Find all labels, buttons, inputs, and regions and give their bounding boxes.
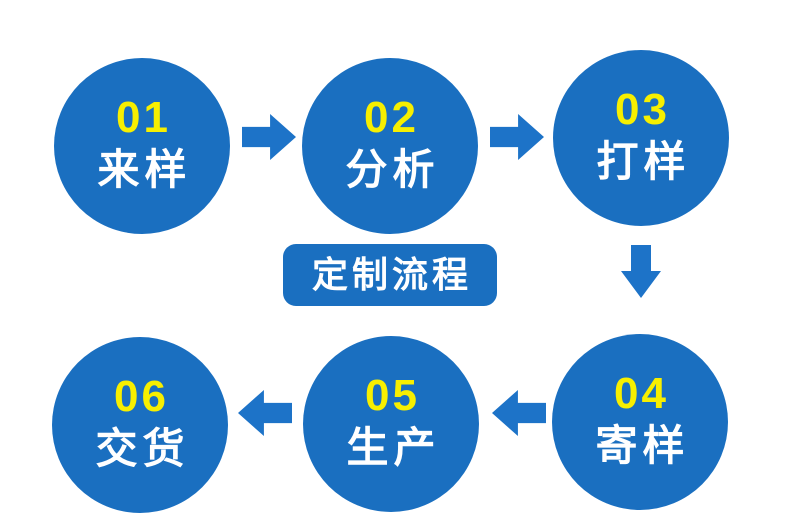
step-circle-02-analysis: 02 分析 — [302, 58, 478, 234]
arrow-left-icon — [492, 390, 546, 436]
arrow-right-icon — [490, 114, 544, 160]
arrow-right-icon — [242, 114, 296, 160]
step-circle-05-production: 05 生产 — [303, 336, 479, 512]
step-label: 分析 — [345, 146, 440, 193]
step-number: 03 — [615, 85, 670, 134]
step-label: 生产 — [346, 424, 441, 471]
step-circle-04-send-sample: 04 寄样 — [552, 334, 728, 510]
process-title: 定制流程 — [311, 254, 472, 295]
process-title-badge: 定制流程 — [283, 244, 497, 306]
step-circle-03-proofing: 03 打样 — [553, 50, 729, 226]
step-circle-01-sample-arrival: 01 来样 — [54, 58, 230, 234]
step-label: 打样 — [596, 138, 691, 185]
step-label: 来样 — [97, 146, 192, 193]
step-label: 寄样 — [595, 422, 690, 469]
step-number: 05 — [365, 371, 420, 420]
arrow-left-icon — [238, 390, 292, 436]
step-number: 04 — [614, 369, 669, 418]
step-number: 02 — [364, 93, 419, 142]
step-number: 06 — [114, 372, 169, 421]
step-number: 01 — [116, 93, 171, 142]
step-circle-06-delivery: 06 交货 — [52, 337, 228, 513]
arrow-down-icon — [621, 245, 661, 298]
step-label: 交货 — [95, 425, 190, 472]
